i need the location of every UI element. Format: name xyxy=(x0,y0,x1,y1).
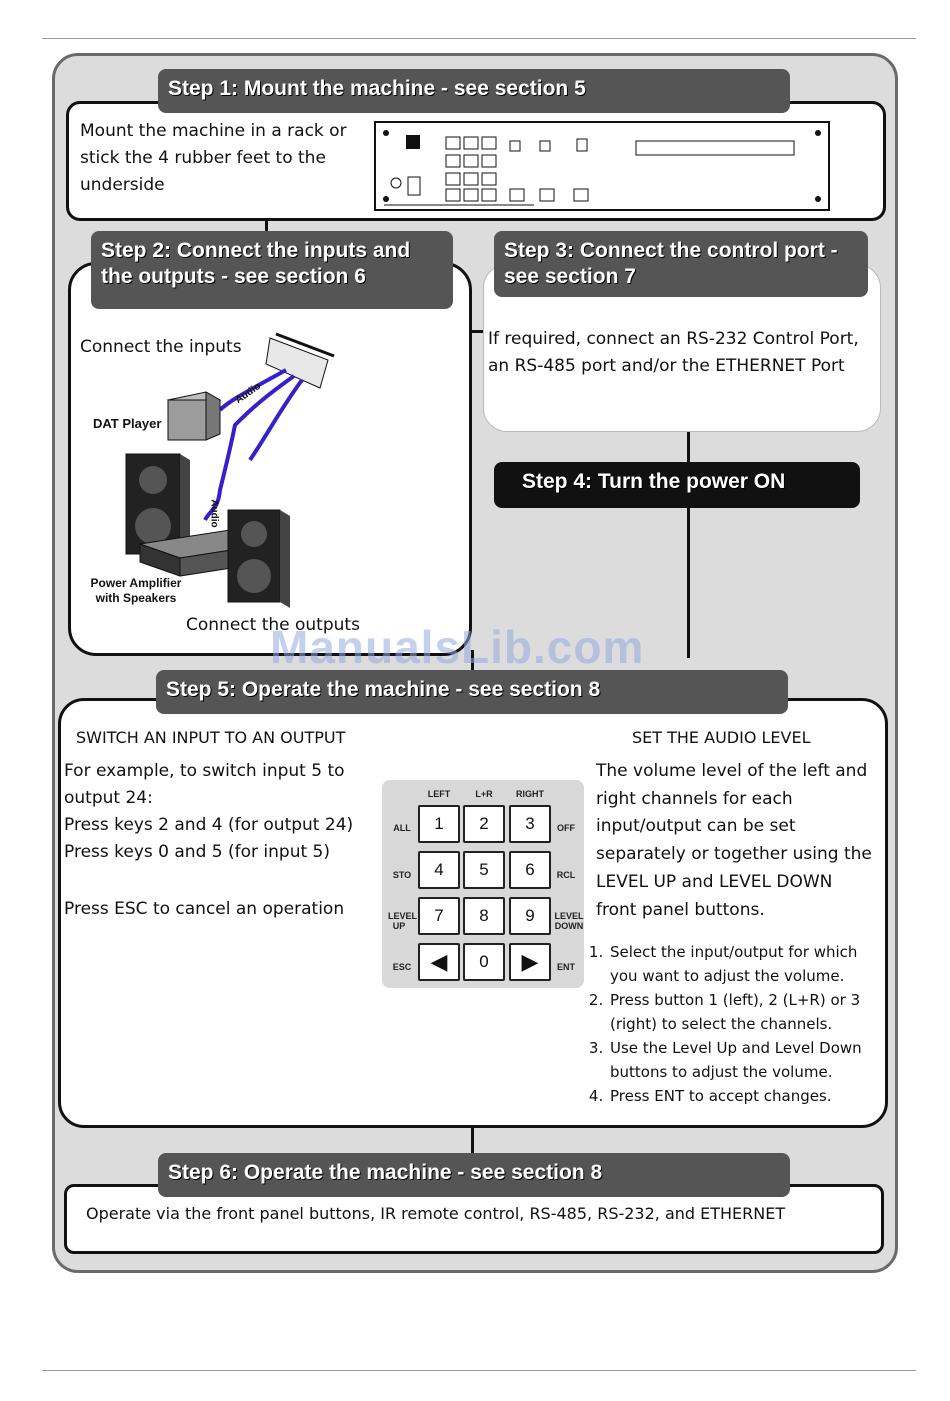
amplifier-label: Power Amplifier with Speakers xyxy=(90,576,182,605)
keypad-key-7[interactable]: 7 xyxy=(418,897,460,935)
connector-line xyxy=(471,650,474,672)
audio-step: Use the Level Up and Level Down buttons … xyxy=(608,1036,872,1084)
top-rule xyxy=(42,38,916,39)
audio-step: Press ENT to accept changes. xyxy=(608,1084,872,1108)
connector-line xyxy=(468,330,490,333)
keypad-col-label: LEFT xyxy=(427,789,451,799)
dat-player-label: DAT Player xyxy=(93,416,162,431)
connector-line xyxy=(687,508,690,658)
switch-heading: SWITCH AN INPUT TO AN OUTPUT xyxy=(76,728,346,747)
keypad-key-8[interactable]: 8 xyxy=(463,897,505,935)
esc-instruction: Press ESC to cancel an operation xyxy=(64,899,345,919)
device-front-panel-image xyxy=(374,121,830,211)
switch-line: Press keys 0 and 5 (for input 5) xyxy=(64,842,330,862)
audio-label-2: Audio xyxy=(208,499,220,528)
connector-line xyxy=(471,1124,474,1154)
connection-diagram-image xyxy=(80,330,350,620)
audio-step: Press button 1 (left), 2 (L+R) or 3 (rig… xyxy=(608,988,872,1036)
keypad-row-label: STO xyxy=(392,870,412,880)
keypad-row-label: ALL xyxy=(393,823,411,833)
connect-inputs-label: Connect the inputs xyxy=(80,337,242,357)
step3-title: Step 3: Connect the control port - see s… xyxy=(494,231,868,297)
switch-line: Press keys 2 and 4 (for output 24) xyxy=(64,815,354,835)
switch-instructions: For example, to switch input 5 to output… xyxy=(64,758,384,866)
keypad-right-arrow-key[interactable]: ▶ xyxy=(509,943,551,981)
keypad-key-5[interactable]: 5 xyxy=(463,851,505,889)
step3-text: If required, connect an RS-232 Control P… xyxy=(488,329,859,376)
keypad-row-label: ESC xyxy=(392,962,412,972)
step4-title: Step 4: Turn the power ON xyxy=(494,462,860,508)
step5-title: Step 5: Operate the machine - see sectio… xyxy=(156,670,788,714)
audio-steps: Select the input/output for which you wa… xyxy=(586,940,872,1108)
step1-title: Step 1: Mount the machine - see section … xyxy=(158,69,790,113)
keypad-col-label: L+R xyxy=(475,789,493,799)
keypad-key-3[interactable]: 3 xyxy=(509,805,551,843)
keypad-key-1[interactable]: 1 xyxy=(418,805,460,843)
keypad-left-arrow-key[interactable]: ◀ xyxy=(418,943,460,981)
audio-heading: SET THE AUDIO LEVEL xyxy=(632,728,811,747)
keypad-key-6[interactable]: 6 xyxy=(509,851,551,889)
watermark: ManualsLib.com xyxy=(270,621,645,673)
audio-step: Select the input/output for which you wa… xyxy=(608,940,872,988)
audio-text: The volume level of the left and right c… xyxy=(596,761,872,920)
step6-text: Operate via the front panel buttons, IR … xyxy=(86,1204,786,1223)
connector-line xyxy=(265,218,268,234)
keypad-row-label: OFF xyxy=(557,823,575,833)
connector-line xyxy=(687,432,690,464)
bottom-rule xyxy=(42,1370,916,1371)
keypad-col-label: RIGHT xyxy=(516,789,544,799)
switch-line: For example, to switch input 5 to xyxy=(64,761,345,781)
step6-title: Step 6: Operate the machine - see sectio… xyxy=(158,1153,790,1197)
step1-text: Mount the machine in a rack or stick the… xyxy=(80,121,347,195)
keypad-key-0[interactable]: 0 xyxy=(463,943,505,981)
keypad-row-label: ENT xyxy=(557,962,575,972)
keypad-key-2[interactable]: 2 xyxy=(463,805,505,843)
keypad-key-9[interactable]: 9 xyxy=(509,897,551,935)
switch-line: output 24: xyxy=(64,788,153,808)
keypad-row-label: LEVEL UP xyxy=(388,911,418,931)
keypad-row-label: LEVEL DOWN xyxy=(554,911,584,931)
connect-outputs-label: Connect the outputs xyxy=(186,615,360,635)
step2-title: Step 2: Connect the inputs and the outpu… xyxy=(91,231,453,309)
keypad-key-4[interactable]: 4 xyxy=(418,851,460,889)
keypad-row-label: RCL xyxy=(556,870,576,880)
